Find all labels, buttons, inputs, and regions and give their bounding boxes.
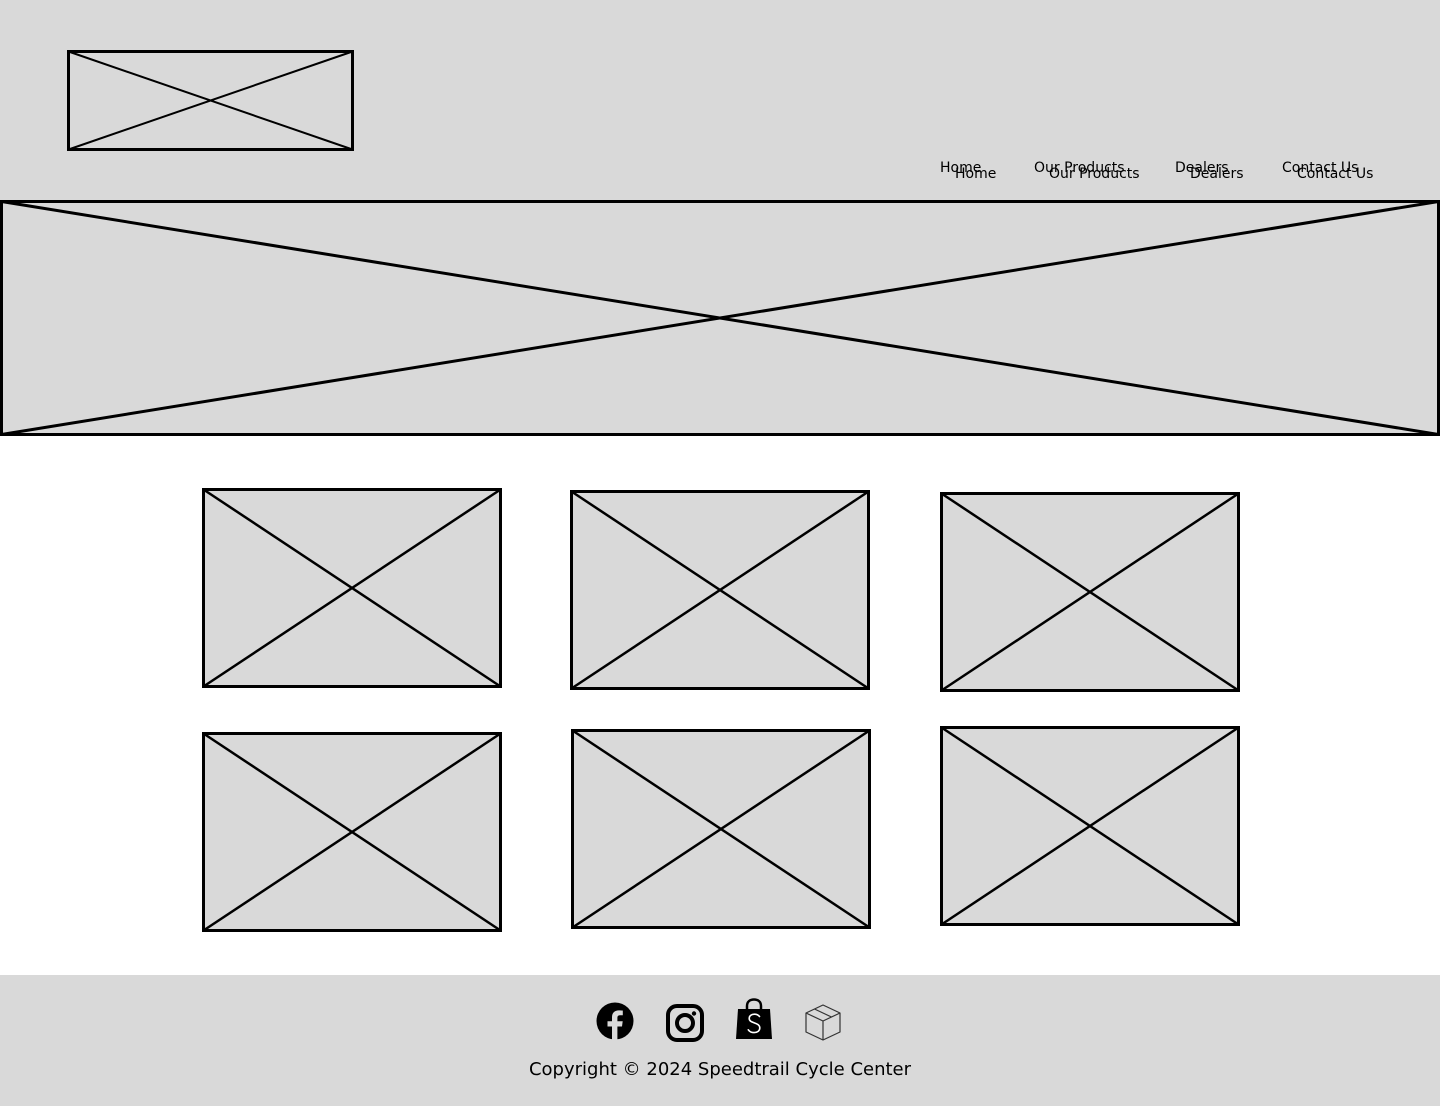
nav-our-products-duplicate[interactable]: Our Products [1049,166,1140,182]
shopping-bag-icon[interactable] [734,998,774,1040]
nav-dealers[interactable]: Dealers [1175,160,1229,176]
product-card-4[interactable] [202,732,502,932]
hero-banner-placeholder [0,200,1440,436]
copyright-text: Copyright © 2024 Speedtrail Cycle Center [528,1059,912,1080]
nav-contact-us[interactable]: Contact Us [1282,160,1359,176]
nav-our-products[interactable]: Our Products [1034,160,1125,176]
nav-home-duplicate[interactable]: Home [955,166,997,182]
logo-placeholder[interactable] [67,50,354,151]
product-card-2[interactable] [570,490,870,690]
site-footer [0,975,1440,1106]
facebook-icon[interactable] [595,1001,635,1043]
nav-dealers-duplicate[interactable]: Dealers [1190,166,1244,182]
instagram-icon[interactable] [665,1002,705,1044]
product-card-5[interactable] [571,729,871,929]
product-card-3[interactable] [940,492,1240,692]
nav-home[interactable]: Home [940,160,982,176]
product-card-6[interactable] [940,726,1240,926]
product-card-1[interactable] [202,488,502,688]
nav-contact-us-duplicate[interactable]: Contact Us [1297,166,1374,182]
box-icon[interactable] [803,1002,843,1044]
